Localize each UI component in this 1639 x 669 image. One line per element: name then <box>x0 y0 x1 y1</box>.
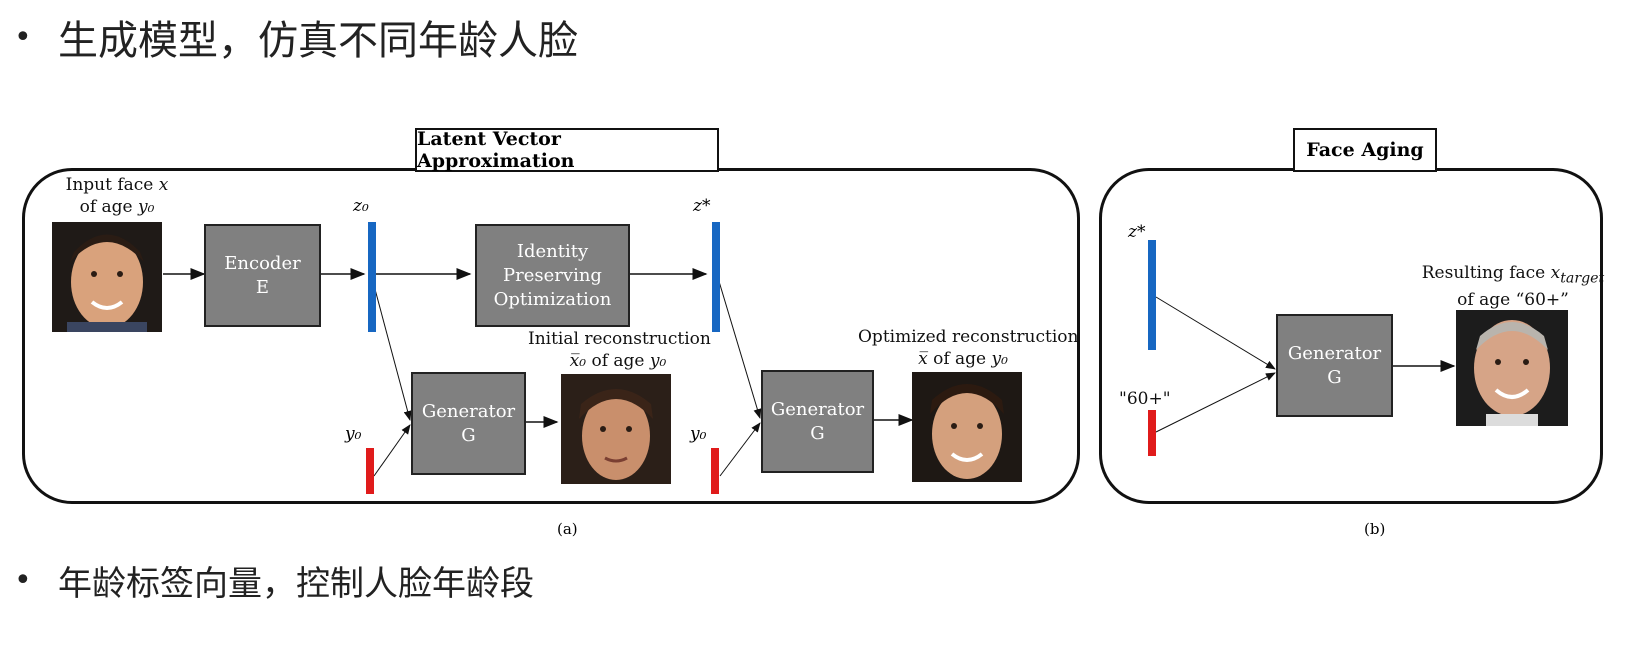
panel-a-title: Latent Vector Approximation <box>415 128 719 172</box>
bullet-generative-model: • 生成模型，仿真不同年龄人脸 <box>14 8 578 66</box>
y0-label-left: y₀ <box>345 424 362 444</box>
encoder-box: Encoder E <box>204 224 321 327</box>
z0-latent-vector <box>368 222 376 332</box>
bullet-age-label-vector: • 年龄标签向量，控制人脸年龄段 <box>14 556 534 605</box>
zstar-latent-vector <box>712 222 720 332</box>
arrow-y0-to-gen2 <box>719 422 761 477</box>
generator-box-b: Generator G <box>1276 314 1393 417</box>
z0-label: z₀ <box>353 196 369 216</box>
arrow-z0-to-gen1 <box>371 277 412 421</box>
arrow-age-to-gen-b <box>1155 372 1276 433</box>
input-face-label: Input face x of age y₀ <box>65 175 169 217</box>
optimized-reconstruction-label: Optimized reconstruction x̅ of age y₀ <box>858 327 1079 369</box>
panel-b-title: Face Aging <box>1293 128 1437 172</box>
generator-box-1: Generator G <box>411 372 526 475</box>
arrow-y0-to-gen1 <box>373 424 411 477</box>
resulting-face-label: Resulting face xtarget of age “60+” <box>1421 263 1605 311</box>
caption-a: (a) <box>557 520 578 538</box>
arrow-zstar-to-gen2 <box>717 277 762 419</box>
zstar-label-b: z* <box>1128 222 1146 242</box>
resulting-face-image <box>1456 310 1568 426</box>
y0-age-vector-right <box>711 448 719 494</box>
initial-reconstruction-image <box>561 374 671 484</box>
arrow-zstar-to-gen-b <box>1155 296 1276 370</box>
caption-b: (b) <box>1364 520 1386 538</box>
y0-label-right: y₀ <box>690 424 707 444</box>
bullet-dot: • <box>14 563 32 598</box>
age-tag-label: "60+" <box>1119 389 1171 409</box>
bullet-text: 生成模型，仿真不同年龄人脸 <box>58 18 578 64</box>
optimized-reconstruction-image <box>912 372 1022 482</box>
y0-age-vector-left <box>366 448 374 494</box>
zstar-label: z* <box>693 196 711 216</box>
bullet-text: 年龄标签向量，控制人脸年龄段 <box>58 564 534 604</box>
zstar-latent-vector-b <box>1148 240 1156 350</box>
generator-box-2: Generator G <box>761 370 874 473</box>
identity-preserving-optimization-box: Identity Preserving Optimization <box>475 224 630 327</box>
initial-reconstruction-label: Initial reconstruction x̅₀ of age y₀ <box>528 329 711 371</box>
input-face-image <box>52 222 162 332</box>
bullet-dot: • <box>14 19 32 55</box>
age-tag-vector <box>1148 410 1156 456</box>
